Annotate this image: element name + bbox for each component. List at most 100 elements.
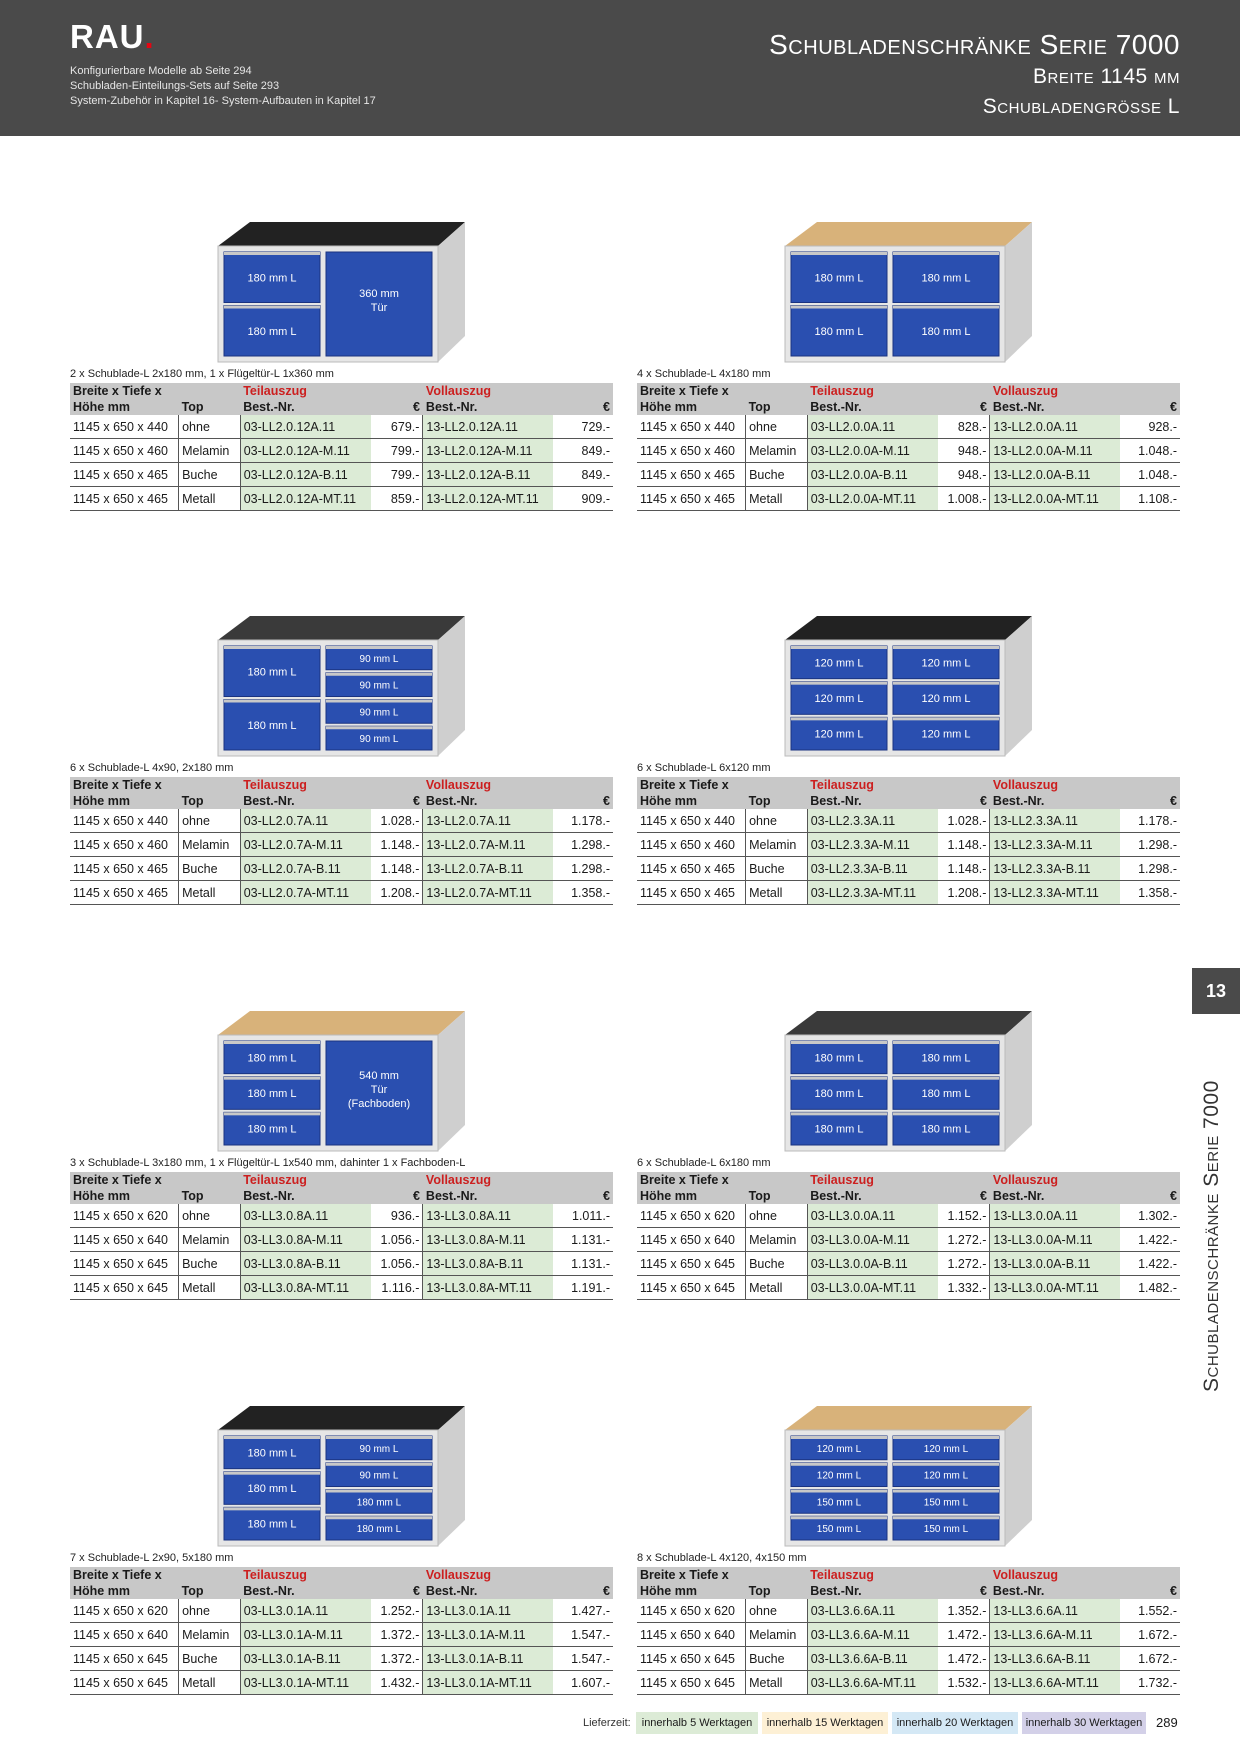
header-vollauszug: Vollauszug: [422, 383, 613, 399]
cell-top: ohne: [745, 415, 808, 439]
header-teilauszug: Teilauszug: [807, 777, 990, 793]
header-order-nr: Best.-Nr.: [807, 793, 938, 809]
drawer-label: 180 mm L: [922, 1088, 971, 1100]
drawer-front: [790, 716, 888, 751]
cell-voll-order-nr: 13-LL2.0.7A-MT.11: [422, 880, 554, 905]
header-teilauszug: Teilauszug: [240, 777, 423, 793]
drawer-handle: [893, 252, 999, 255]
header-height: Höhe mm: [637, 399, 746, 415]
header-order-nr: Best.-Nr.: [989, 1188, 1121, 1204]
cell-voll-order-nr: 13-LL3.0.8A-MT.11: [422, 1275, 554, 1300]
drawer-handle: [791, 1436, 887, 1439]
header-euro: €: [553, 793, 613, 809]
header-top: Top: [178, 399, 241, 415]
worktop: [218, 1011, 465, 1035]
header-teilauszug: Teilauszug: [240, 1172, 423, 1188]
cell-voll-price: 1.547.-: [553, 1622, 613, 1647]
cell-dimensions: 1145 x 650 x 465: [637, 880, 747, 905]
cell-teil-price: 799.-: [370, 462, 424, 487]
drawer-label: 180 mm L: [248, 326, 297, 338]
header-height: Höhe mm: [70, 1188, 179, 1204]
page-subtitle-size: Schubladengrösse L: [982, 95, 1180, 118]
door-label: Tür: [371, 302, 388, 314]
drawer-handle: [326, 672, 432, 676]
drawer-handle: [791, 1516, 887, 1520]
header-euro: €: [370, 399, 423, 415]
header-order-nr: Best.-Nr.: [807, 1583, 938, 1599]
cell-voll-price: 1.178.-: [1120, 809, 1180, 833]
header-order-nr: Best.-Nr.: [989, 399, 1121, 415]
cell-teil-order-nr: 03-LL2.0.7A-B.11: [240, 856, 371, 881]
header-vollauszug: Vollauszug: [989, 383, 1180, 399]
legend-15-days: innerhalb 15 Werktagen: [762, 1712, 888, 1734]
cell-top: Melamin: [745, 438, 808, 463]
drawer-handle: [893, 1076, 999, 1080]
drawer-handle: [224, 1436, 320, 1439]
cell-teil-order-nr: 03-LL3.0.0A-M.11: [807, 1227, 938, 1252]
cell-teil-price: 1.272.-: [937, 1251, 991, 1276]
header-top: Top: [178, 1188, 241, 1204]
cell-dimensions: 1145 x 650 x 465: [637, 486, 747, 511]
drawer-label: 180 mm L: [248, 1483, 297, 1495]
cabinet-side: [438, 222, 465, 362]
cell-teil-order-nr: 03-LL2.3.3A-B.11: [807, 856, 938, 881]
header-order-nr: Best.-Nr.: [422, 1188, 554, 1204]
drawer-label: 180 mm L: [248, 666, 297, 678]
cell-voll-order-nr: 13-LL2.0.0A.11: [989, 415, 1121, 439]
cell-voll-order-nr: 13-LL2.0.0A-B.11: [989, 462, 1121, 487]
header-dimensions: Breite x Tiefe x: [70, 383, 179, 399]
cell-voll-order-nr: 13-LL2.3.3A-M.11: [989, 832, 1121, 857]
drawer-handle: [224, 1041, 320, 1044]
cell-dimensions: 1145 x 650 x 465: [637, 856, 747, 881]
cell-top: Metall: [745, 1670, 808, 1695]
drawer-handle: [224, 1471, 320, 1475]
drawer-label: 180 mm L: [922, 272, 971, 284]
cell-top: ohne: [178, 1204, 241, 1228]
cell-teil-order-nr: 03-LL2.0.7A.11: [240, 809, 371, 833]
cell-teil-price: 1.472.-: [937, 1622, 991, 1647]
drawer-label: 120 mm L: [815, 729, 864, 741]
header-order-nr: Best.-Nr.: [422, 1583, 554, 1599]
cell-top: Metall: [178, 486, 241, 511]
cell-top: Buche: [178, 856, 241, 881]
cell-voll-price: 1.298.-: [553, 832, 613, 857]
info-line: Schubladen-Einteilungs-Sets auf Seite 29…: [70, 80, 280, 92]
drawer-label: 120 mm L: [815, 657, 864, 669]
cell-voll-order-nr: 13-LL3.0.0A-B.11: [989, 1251, 1121, 1276]
cell-voll-price: 1.607.-: [553, 1670, 613, 1695]
cell-teil-price: 1.372.-: [370, 1646, 424, 1671]
cell-voll-order-nr: 13-LL3.0.8A-M.11: [422, 1227, 554, 1252]
drawer-handle: [893, 646, 999, 649]
cell-teil-order-nr: 03-LL3.0.1A-B.11: [240, 1646, 371, 1671]
cell-voll-order-nr: 13-LL2.0.0A-MT.11: [989, 486, 1121, 511]
cell-teil-price: 1.532.-: [937, 1670, 991, 1695]
cell-teil-price: 1.152.-: [937, 1204, 991, 1228]
cell-dimensions: 1145 x 650 x 620: [637, 1204, 747, 1228]
drawer-label: 90 mm L: [360, 734, 399, 745]
drawer-label: 180 mm L: [815, 272, 864, 284]
cell-teil-price: 1.056.-: [370, 1227, 424, 1252]
header-dimensions: Breite x Tiefe x: [637, 1567, 746, 1583]
cell-voll-price: 1.358.-: [553, 880, 613, 905]
drawer-label: 180 mm L: [248, 1124, 297, 1136]
cell-teil-price: 948.-: [937, 462, 991, 487]
drawer-front: [892, 1111, 1000, 1146]
drawer-handle: [791, 1112, 887, 1116]
worktop: [218, 222, 465, 246]
cell-voll-price: 1.178.-: [553, 809, 613, 833]
drawer-front: [892, 645, 1000, 680]
drawer-front: [223, 645, 321, 697]
